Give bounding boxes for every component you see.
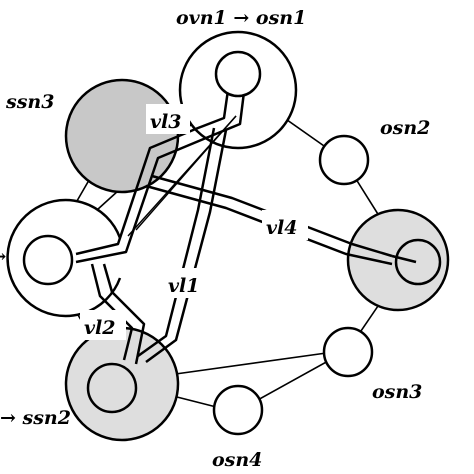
- vl3-line-a: [75, 89, 230, 256]
- label-ovn1-osn1: ovn1 → osn1: [176, 7, 306, 29]
- edge-cross-2: [135, 115, 237, 231]
- cross-edges: [127, 115, 237, 237]
- label-osn4: osn4: [212, 449, 262, 471]
- vl1-label-bg: [164, 268, 204, 298]
- label-left-arrow: →: [0, 247, 6, 267]
- osn4-node: [212, 384, 264, 436]
- label-vl1: vl1: [168, 275, 199, 297]
- label-ssn3: ssn3: [5, 91, 54, 113]
- label-osn3: osn3: [372, 381, 422, 403]
- osn1-node: [214, 50, 262, 98]
- leftnode-inner: [22, 234, 74, 286]
- vl4-label-bg: [262, 210, 308, 240]
- label-vl4: vl4: [266, 217, 297, 239]
- vl3-line-b: [75, 91, 246, 264]
- vl2-line-b: [102, 263, 146, 365]
- vl3-label-bg: [146, 104, 190, 134]
- vl2-label-bg: [80, 310, 126, 340]
- ssn2-node-inner: [86, 362, 138, 414]
- vl4-terminal: [391, 254, 417, 264]
- label-vl3: vl3: [150, 111, 181, 133]
- label-ssn2: → ssn2: [0, 407, 71, 429]
- label-osn2: osn2: [380, 117, 430, 139]
- osn3-node-inner: [394, 238, 442, 286]
- osn3-node: [322, 326, 374, 378]
- osn2-node: [318, 134, 370, 186]
- ssn3-halo: [64, 78, 180, 194]
- label-vl2: vl2: [84, 317, 115, 339]
